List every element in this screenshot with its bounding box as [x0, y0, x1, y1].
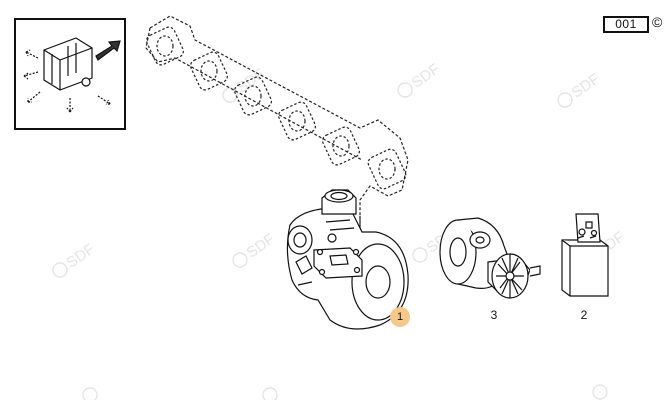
callout-cartridge[interactable]: 3 — [490, 308, 498, 322]
exhaust-manifold-drawing — [145, 15, 409, 238]
turbocharger-drawing — [286, 189, 409, 330]
copyright-symbol: © — [652, 14, 663, 30]
watermark — [592, 384, 608, 400]
callout-gasket-kit[interactable]: 2 — [580, 308, 588, 322]
callout-turbocharger[interactable]: 1 — [390, 307, 410, 327]
cartridge-drawing — [439, 217, 541, 299]
page-code-box: 001 — [603, 16, 649, 33]
gasket-kit-drawing — [561, 213, 609, 297]
watermark — [82, 387, 98, 400]
watermark — [262, 387, 278, 400]
